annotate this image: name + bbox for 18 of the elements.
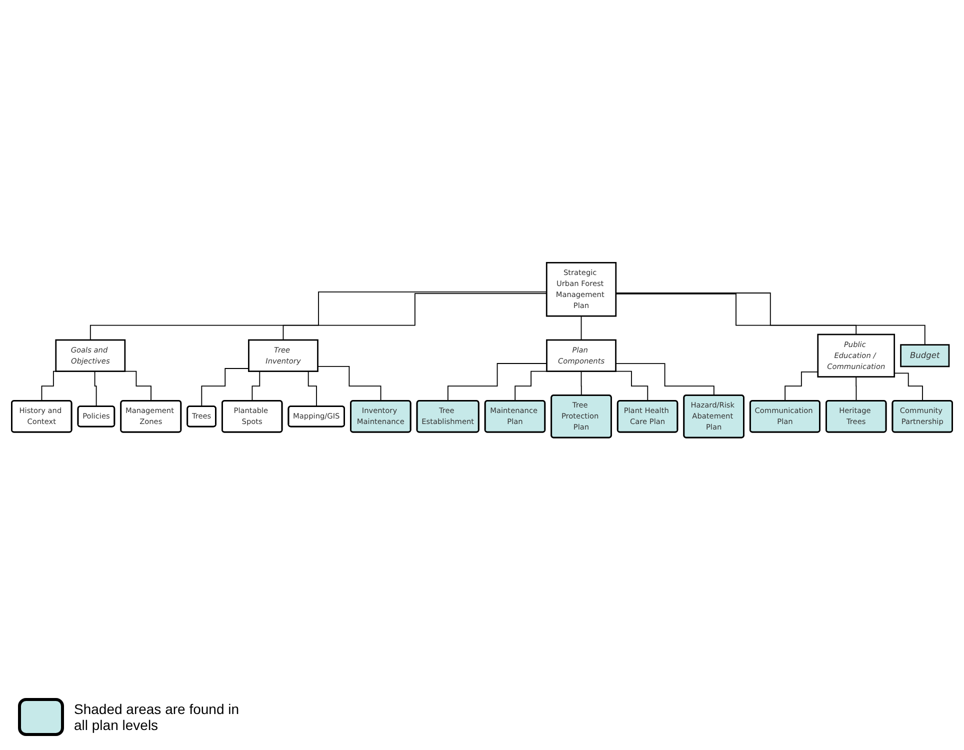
connector bbox=[894, 372, 924, 402]
node-box: Budget bbox=[900, 344, 950, 368]
connector bbox=[615, 362, 714, 396]
connector bbox=[614, 370, 648, 402]
connector bbox=[447, 362, 548, 402]
connector bbox=[514, 370, 548, 402]
connector bbox=[615, 293, 857, 335]
connector bbox=[92, 370, 97, 407]
connector bbox=[580, 370, 582, 396]
connector bbox=[317, 366, 382, 402]
connector bbox=[282, 292, 548, 340]
connector bbox=[201, 368, 250, 407]
connector bbox=[856, 376, 857, 402]
connector bbox=[784, 371, 818, 402]
connector bbox=[615, 292, 926, 346]
connector bbox=[90, 291, 548, 340]
legend-text: Shaded areas are found in all plan levels bbox=[74, 701, 240, 733]
connector bbox=[580, 315, 582, 340]
